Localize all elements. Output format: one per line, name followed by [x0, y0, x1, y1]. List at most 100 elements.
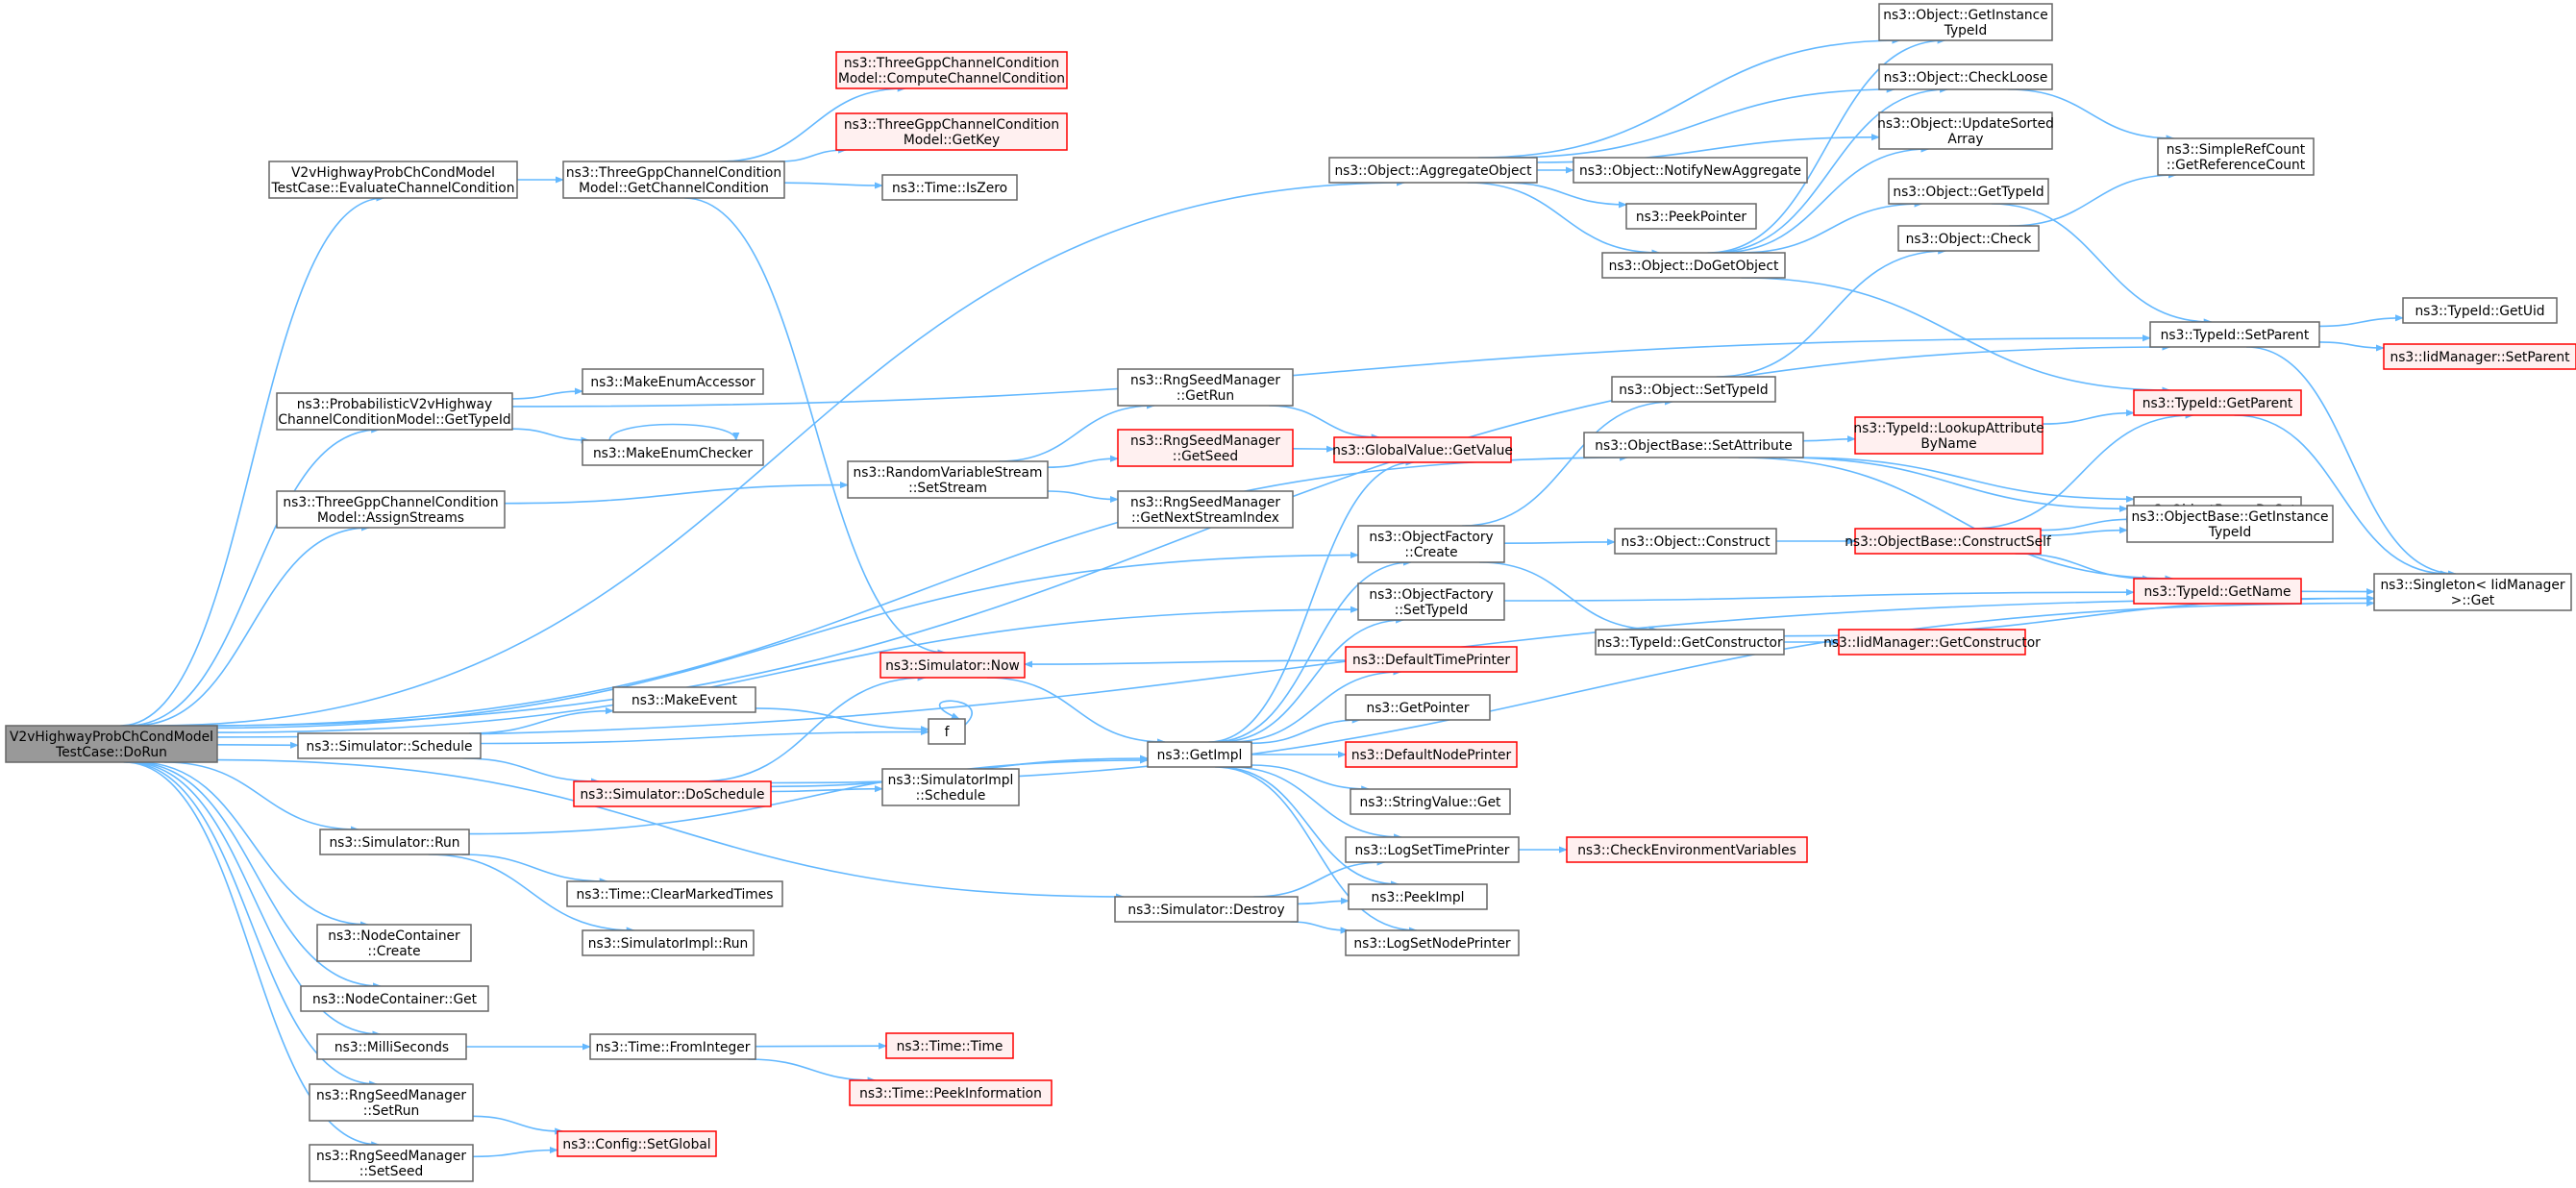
node-label: TestCase::EvaluateChannelCondition: [271, 181, 515, 196]
node-label: ns3::PeekPointer: [1636, 210, 1747, 225]
node-iidsetparent[interactable]: ns3::IidManager::SetParent: [2383, 343, 2576, 370]
node-constructself[interactable]: ns3::ObjectBase::ConstructSelf: [1845, 528, 2052, 555]
node-label: ns3::ProbabilisticV2vHighway: [297, 397, 492, 412]
node-box: [1625, 203, 1757, 230]
node-iidgetctor[interactable]: ns3::IidManager::GetConstructor: [1823, 629, 2041, 656]
node-setparent[interactable]: ns3::TypeId::SetParent: [2149, 321, 2320, 348]
node-getuid[interactable]: ns3::TypeId::GetUid: [2402, 297, 2558, 324]
node-box: [573, 780, 772, 807]
node-notify[interactable]: ns3::Object::NotifyNewAggregate: [1573, 157, 1808, 184]
node-box: [297, 732, 482, 759]
node-f[interactable]: f: [928, 718, 966, 745]
node-fromint[interactable]: ns3::Time::FromInteger: [589, 1033, 756, 1060]
node-label: ns3::Object::NotifyNewAggregate: [1579, 163, 1801, 179]
call-edge-root-to-nccreate: [136, 761, 369, 928]
node-deftp[interactable]: ns3::DefaultTimePrinter: [1345, 646, 1518, 673]
node-objsettid[interactable]: ns3::Object::SetTypeId: [1611, 376, 1776, 403]
node-makeevent[interactable]: ns3::MakeEvent: [612, 686, 756, 713]
node-label: ns3::ThreeGppChannelCondition: [844, 56, 1059, 71]
node-setrun[interactable]: ns3::RngSeedManager::SetRun: [309, 1083, 474, 1122]
call-edge-getimpl-to-logsnp: [1215, 766, 1418, 934]
node-aggregate[interactable]: ns3::Object::AggregateObject: [1328, 157, 1538, 184]
node-getname[interactable]: ns3::TypeId::GetName: [2133, 578, 2302, 605]
node-compute[interactable]: ns3::ThreeGppChannelConditionModel::Comp…: [835, 51, 1068, 89]
node-setseed[interactable]: ns3::RngSeedManager::SetSeed: [309, 1144, 474, 1182]
node-box: [1345, 694, 1491, 721]
node-cfgset[interactable]: ns3::Config::SetGlobal: [557, 1130, 717, 1157]
node-setstream[interactable]: ns3::RandomVariableStream::SetStream: [847, 460, 1049, 499]
node-objgettid[interactable]: ns3::Object::GetTypeId: [1888, 178, 2049, 205]
node-peekimpl[interactable]: ns3::PeekImpl: [1348, 883, 1488, 910]
node-getctor[interactable]: ns3::TypeId::GetConstructor: [1595, 629, 1785, 656]
node-gvget[interactable]: ns3::GlobalValue::GetValue: [1332, 436, 1513, 463]
node-implrun[interactable]: ns3::SimulatorImpl::Run: [582, 929, 755, 956]
node-construct[interactable]: ns3::Object::Construct: [1614, 528, 1777, 555]
node-getpointer[interactable]: ns3::GetPointer: [1345, 694, 1491, 721]
node-defnp[interactable]: ns3::DefaultNodePrinter: [1345, 741, 1518, 768]
node-label: ns3::GlobalValue::GetValue: [1332, 443, 1513, 458]
node-label: ns3::Object::AggregateObject: [1334, 163, 1532, 179]
node-ncget[interactable]: ns3::NodeContainer::Get: [300, 985, 489, 1012]
node-ofsettid[interactable]: ns3::ObjectFactory::SetTypeId: [1357, 582, 1505, 621]
node-rngnext[interactable]: ns3::RngSeedManager::GetNextStreamIndex: [1117, 490, 1294, 529]
node-label: ::GetReferenceCount: [2167, 158, 2306, 173]
node-rngrun[interactable]: ns3::RngSeedManager::GetRun: [1117, 368, 1294, 407]
node-probgettid[interactable]: ns3::ProbabilisticV2vHighwayChannelCondi…: [276, 392, 513, 431]
node-enumchk[interactable]: ns3::MakeEnumChecker: [582, 439, 764, 466]
node-label: ::SetSeed: [359, 1164, 423, 1179]
node-label: ns3::ObjectBase::ConstructSelf: [1845, 534, 2052, 550]
node-assign[interactable]: ns3::ThreeGppChannelConditionModel::Assi…: [276, 490, 506, 529]
call-edge-aggregate-to-dogetobj: [1467, 182, 1661, 257]
call-edge-root-to-ncget: [132, 761, 382, 990]
node-eval[interactable]: V2vHighwayProbChCondModelTestCase::Evalu…: [268, 161, 518, 199]
node-getcc[interactable]: ns3::ThreeGppChannelConditionModel::GetC…: [562, 161, 785, 199]
node-peekinfo[interactable]: ns3::Time::PeekInformation: [849, 1079, 1053, 1106]
node-svget[interactable]: ns3::StringValue::Get: [1350, 788, 1511, 815]
call-edge-fromint-to-peekinfo: [748, 1058, 877, 1084]
node-peekptr[interactable]: ns3::PeekPointer: [1625, 203, 1757, 230]
node-iszero[interactable]: ns3::Time::IsZero: [881, 174, 1018, 201]
node-clearmarked[interactable]: ns3::Time::ClearMarkedTimes: [566, 880, 783, 907]
node-nccreate[interactable]: ns3::NodeContainer::Create: [316, 924, 472, 962]
node-logstp[interactable]: ns3::LogSetTimePrinter: [1345, 836, 1520, 863]
node-box: [2133, 578, 2302, 605]
node-label: ns3::Object::Construct: [1621, 534, 1771, 550]
node-schedule[interactable]: ns3::Simulator::Schedule: [297, 732, 482, 759]
node-objcheck[interactable]: ns3::Object::Check: [1897, 225, 2040, 252]
node-getimpl[interactable]: ns3::GetImpl: [1147, 741, 1252, 768]
node-box: [1888, 178, 2049, 205]
node-destroy[interactable]: ns3::Simulator::Destroy: [1114, 896, 1299, 923]
node-checkenv[interactable]: ns3::CheckEnvironmentVariables: [1566, 836, 1808, 863]
node-doschedule[interactable]: ns3::Simulator::DoSchedule: [573, 780, 772, 807]
node-refcount[interactable]: ns3::SimpleRefCount::GetReferenceCount: [2157, 137, 2315, 176]
node-getkey[interactable]: ns3::ThreeGppChannelConditionModel::GetK…: [835, 112, 1068, 151]
node-timetime[interactable]: ns3::Time::Time: [885, 1032, 1014, 1059]
call-edge-root-to-assign: [133, 524, 370, 727]
node-label: Model::ComputeChannelCondition: [838, 71, 1065, 87]
node-dogetobj[interactable]: ns3::Object::DoGetObject: [1601, 252, 1786, 279]
node-setattr[interactable]: ns3::ObjectBase::SetAttribute: [1583, 432, 1804, 458]
node-box: [881, 768, 1020, 806]
node-getparent[interactable]: ns3::TypeId::GetParent: [2133, 389, 2302, 416]
node-ms[interactable]: ns3::MilliSeconds: [316, 1033, 467, 1060]
node-label: >::Get: [2451, 593, 2495, 608]
node-logsnp[interactable]: ns3::LogSetNodePrinter: [1345, 929, 1520, 956]
node-implsched[interactable]: ns3::SimulatorImpl::Schedule: [881, 768, 1020, 806]
node-simrun[interactable]: ns3::Simulator::Run: [319, 829, 470, 855]
node-checkloose[interactable]: ns3::Object::CheckLoose: [1878, 63, 2053, 90]
node-label: ns3::RngSeedManager: [316, 1088, 466, 1103]
node-ofcreate[interactable]: ns3::ObjectFactory::Create: [1357, 525, 1505, 563]
node-label: ns3::Object::DoGetObject: [1609, 259, 1779, 274]
node-enumacc[interactable]: ns3::MakeEnumAccessor: [582, 368, 764, 395]
node-singleton[interactable]: ns3::Singleton< IidManager>::Get: [2373, 573, 2572, 611]
node-rngseed[interactable]: ns3::RngSeedManager::GetSeed: [1117, 429, 1294, 467]
node-label: ns3::TypeId::GetName: [2143, 584, 2291, 600]
call-edge-dogetobj-to-getinst: [1707, 37, 1946, 254]
node-simnow[interactable]: ns3::Simulator::Now: [879, 652, 1026, 679]
node-label: ::GetNextStreamIndex: [1131, 510, 1279, 526]
